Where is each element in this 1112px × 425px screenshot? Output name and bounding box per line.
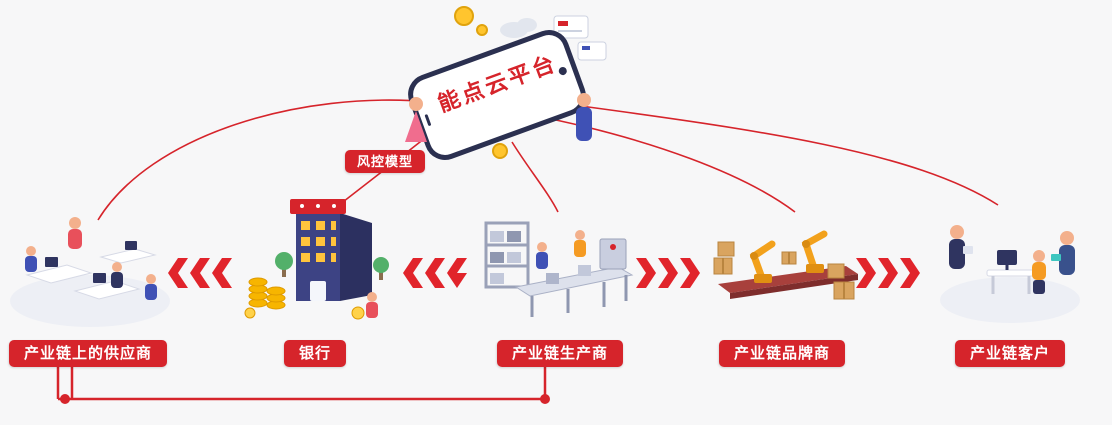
coin-icon (454, 6, 474, 26)
customer-person-left (949, 225, 973, 269)
bank-illustration (240, 185, 400, 335)
customer-person-seated (1032, 250, 1046, 294)
customer-person-right (1051, 231, 1075, 275)
ui-card-icons (553, 15, 607, 61)
curve-platform-to-producer (511, 141, 559, 213)
flow-arrows-producer-to-bank (403, 258, 469, 293)
flow-arrows-producer-to-brand (636, 258, 702, 293)
producer-worker (536, 242, 548, 269)
coin-stack-icon (248, 277, 286, 310)
node-label-bank: 银行 (283, 340, 347, 367)
tree-icon (275, 252, 293, 277)
producer-worker (574, 230, 586, 257)
bracket-dot-left (60, 394, 70, 404)
node-label-producer: 产业链生产商 (496, 340, 624, 367)
brand-illustration (710, 200, 865, 330)
supplier-person (145, 274, 157, 300)
customer-illustration (935, 190, 1085, 330)
platform-person-left (405, 97, 427, 142)
cloud-icon (500, 18, 537, 38)
curve-platform-to-customer (565, 103, 999, 206)
node-label-customer: 产业链客户 (954, 340, 1066, 367)
supplier-person (111, 262, 123, 288)
supplier-person (25, 246, 37, 272)
bracket-dot-right (540, 394, 550, 404)
flow-arrows-bank-to-supplier (168, 258, 234, 293)
cloud-platform-illustration: 能点云平台 (372, 0, 622, 165)
phone-icon (408, 30, 586, 160)
coin-icon (492, 143, 508, 159)
flow-arrows-brand-to-customer (856, 258, 922, 293)
supplier-illustration (5, 195, 175, 335)
node-label-brand: 产业链品牌商 (718, 340, 846, 367)
curve-platform-to-supplier (97, 99, 433, 221)
tree-icon (373, 257, 389, 280)
bottom-bracket (56, 364, 547, 401)
risk-model-badge: 风控模型 (344, 150, 426, 173)
coin-icon (476, 24, 488, 36)
bank-person (366, 292, 378, 318)
producer-illustration (480, 195, 640, 335)
platform-person-right (576, 93, 592, 141)
supplier-person-presenter (68, 217, 82, 249)
node-label-supplier: 产业链上的供应商 (8, 340, 168, 367)
